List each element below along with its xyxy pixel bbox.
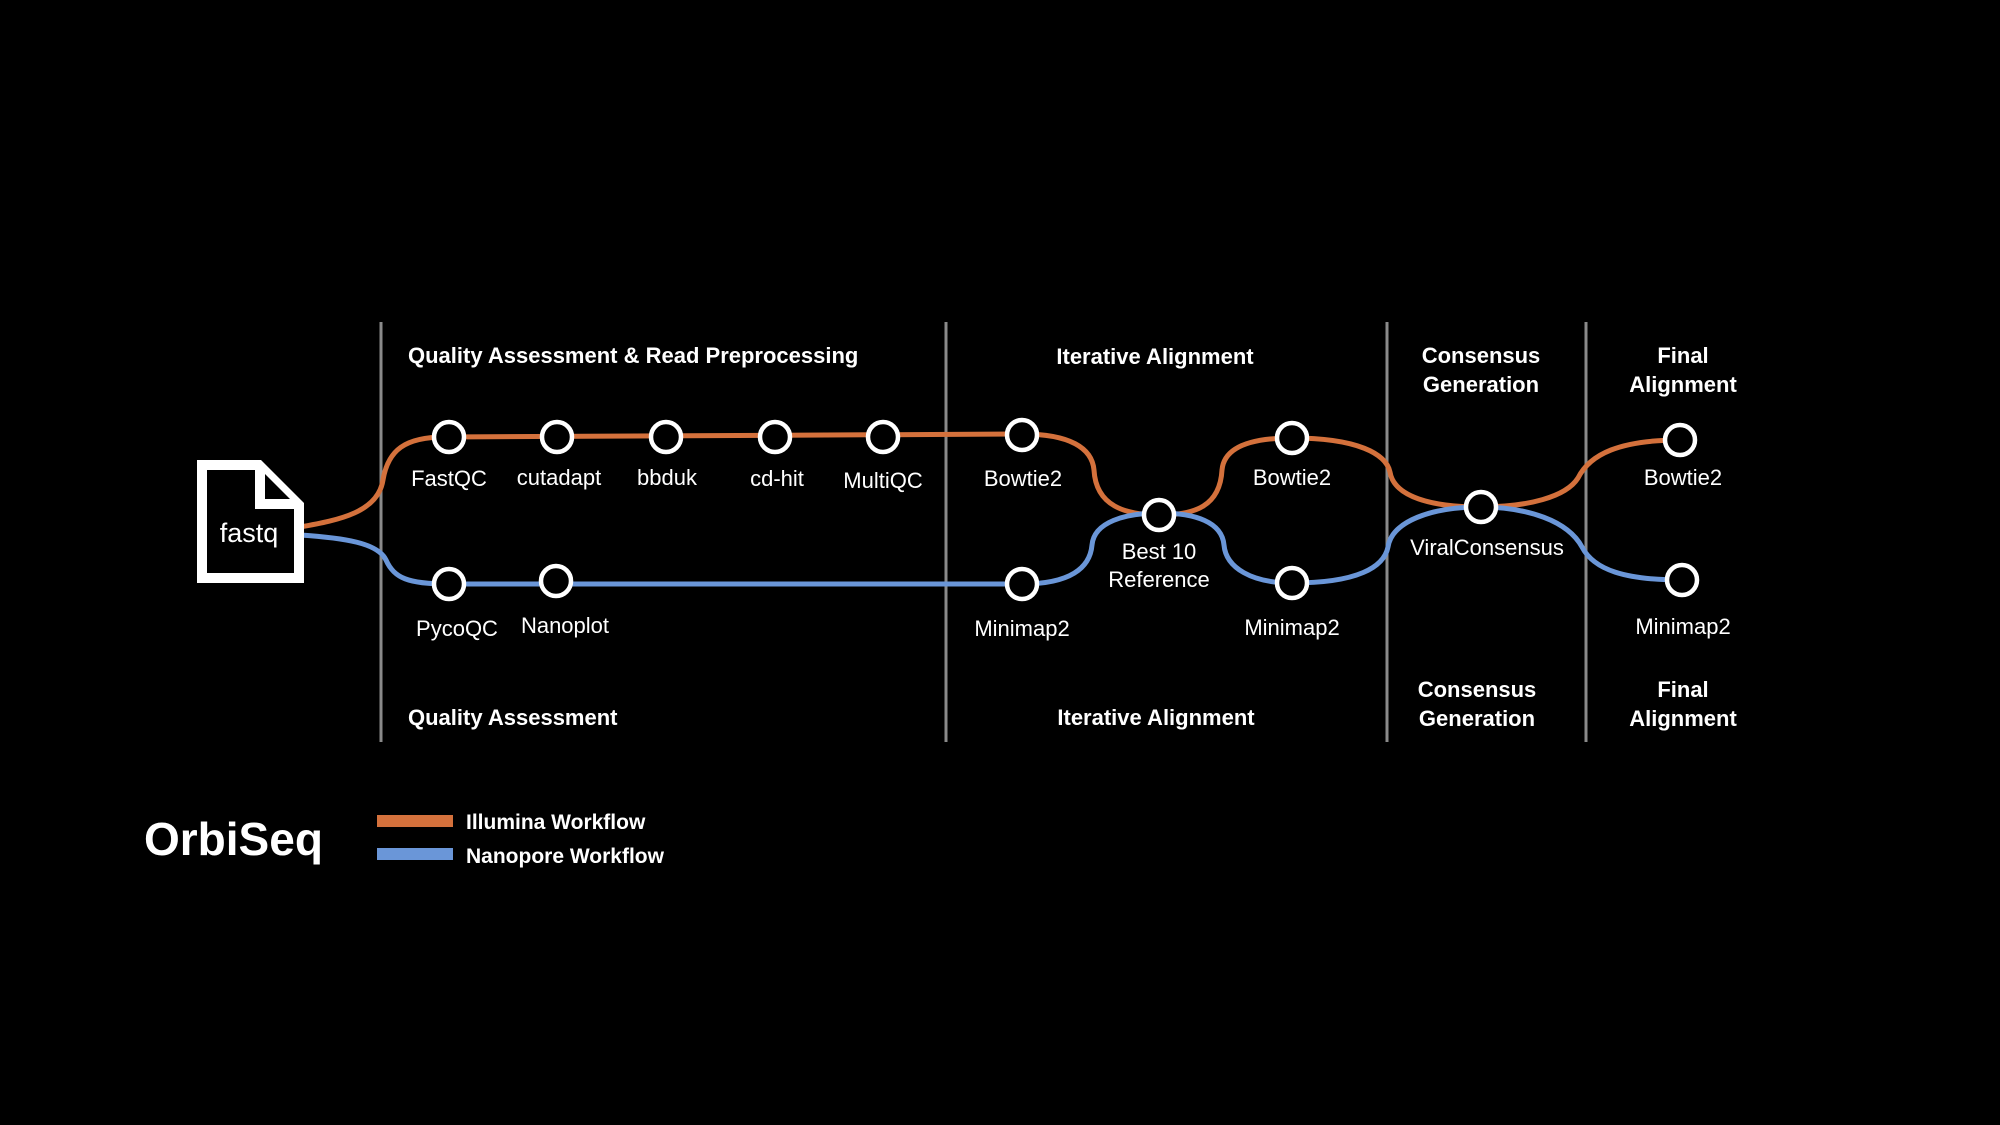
workflow-node[interactable] [431, 419, 467, 455]
section-title-top: Final [1657, 343, 1708, 368]
section-title-bottom: Alignment [1629, 706, 1737, 731]
node-label: MultiQC [843, 468, 923, 493]
section-title-bottom: Iterative Alignment [1057, 705, 1255, 730]
section-title-top: Quality Assessment & Read Preprocessing [408, 343, 858, 368]
workflow-node[interactable] [757, 419, 793, 455]
workflow-node[interactable] [431, 566, 467, 602]
node-label: FastQC [411, 466, 487, 491]
workflow-node[interactable] [1274, 565, 1310, 601]
node-label: Bowtie2 [1253, 465, 1331, 490]
section-title-top: Alignment [1629, 372, 1737, 397]
legend-label: Illumina Workflow [466, 811, 646, 834]
node-label: cd-hit [750, 466, 804, 491]
section-title-bottom: Generation [1419, 706, 1535, 731]
section-title-top: Consensus [1422, 343, 1541, 368]
node-label: bbduk [637, 465, 698, 490]
workflow-node[interactable] [1004, 417, 1040, 453]
workflow-node[interactable] [1141, 497, 1177, 533]
section-title-top: Iterative Alignment [1056, 344, 1254, 369]
workflow-node[interactable] [1274, 420, 1310, 456]
node-label: Best 10 [1122, 539, 1197, 564]
node-label: Minimap2 [974, 616, 1069, 641]
workflow-node[interactable] [538, 563, 574, 599]
section-title-bottom: Consensus [1418, 677, 1537, 702]
brand-title: OrbiSeq [144, 813, 323, 865]
node-label: PycoQC [416, 616, 498, 641]
workflow-node[interactable] [1664, 562, 1700, 598]
fastq-file-icon: fastq [197, 460, 304, 583]
node-label: Minimap2 [1244, 615, 1339, 640]
section-title-top: Generation [1423, 372, 1539, 397]
illumina-workflow-path [297, 431, 1683, 530]
node-label: Bowtie2 [984, 466, 1062, 491]
workflow-node[interactable] [539, 419, 575, 455]
workflow-node[interactable] [1662, 422, 1698, 458]
legend-label: Nanopore Workflow [466, 845, 665, 868]
node-label: Nanoplot [521, 613, 609, 638]
section-title-bottom: Final [1657, 677, 1708, 702]
workflow-node[interactable] [865, 419, 901, 455]
node-label: ViralConsensus [1410, 535, 1564, 560]
workflow-node[interactable] [1004, 566, 1040, 602]
node-label: Bowtie2 [1644, 465, 1722, 490]
section-title-bottom: Quality Assessment [408, 705, 618, 730]
node-label: Reference [1108, 567, 1210, 592]
node-label: Minimap2 [1635, 614, 1730, 639]
workflow-node[interactable] [648, 419, 684, 455]
legend-swatch-nanopore [377, 848, 453, 860]
legend-swatch-illumina [377, 815, 453, 827]
workflow-node[interactable] [1463, 489, 1499, 525]
fastq-file-label: fastq [220, 518, 279, 548]
node-label: cutadapt [517, 465, 601, 490]
